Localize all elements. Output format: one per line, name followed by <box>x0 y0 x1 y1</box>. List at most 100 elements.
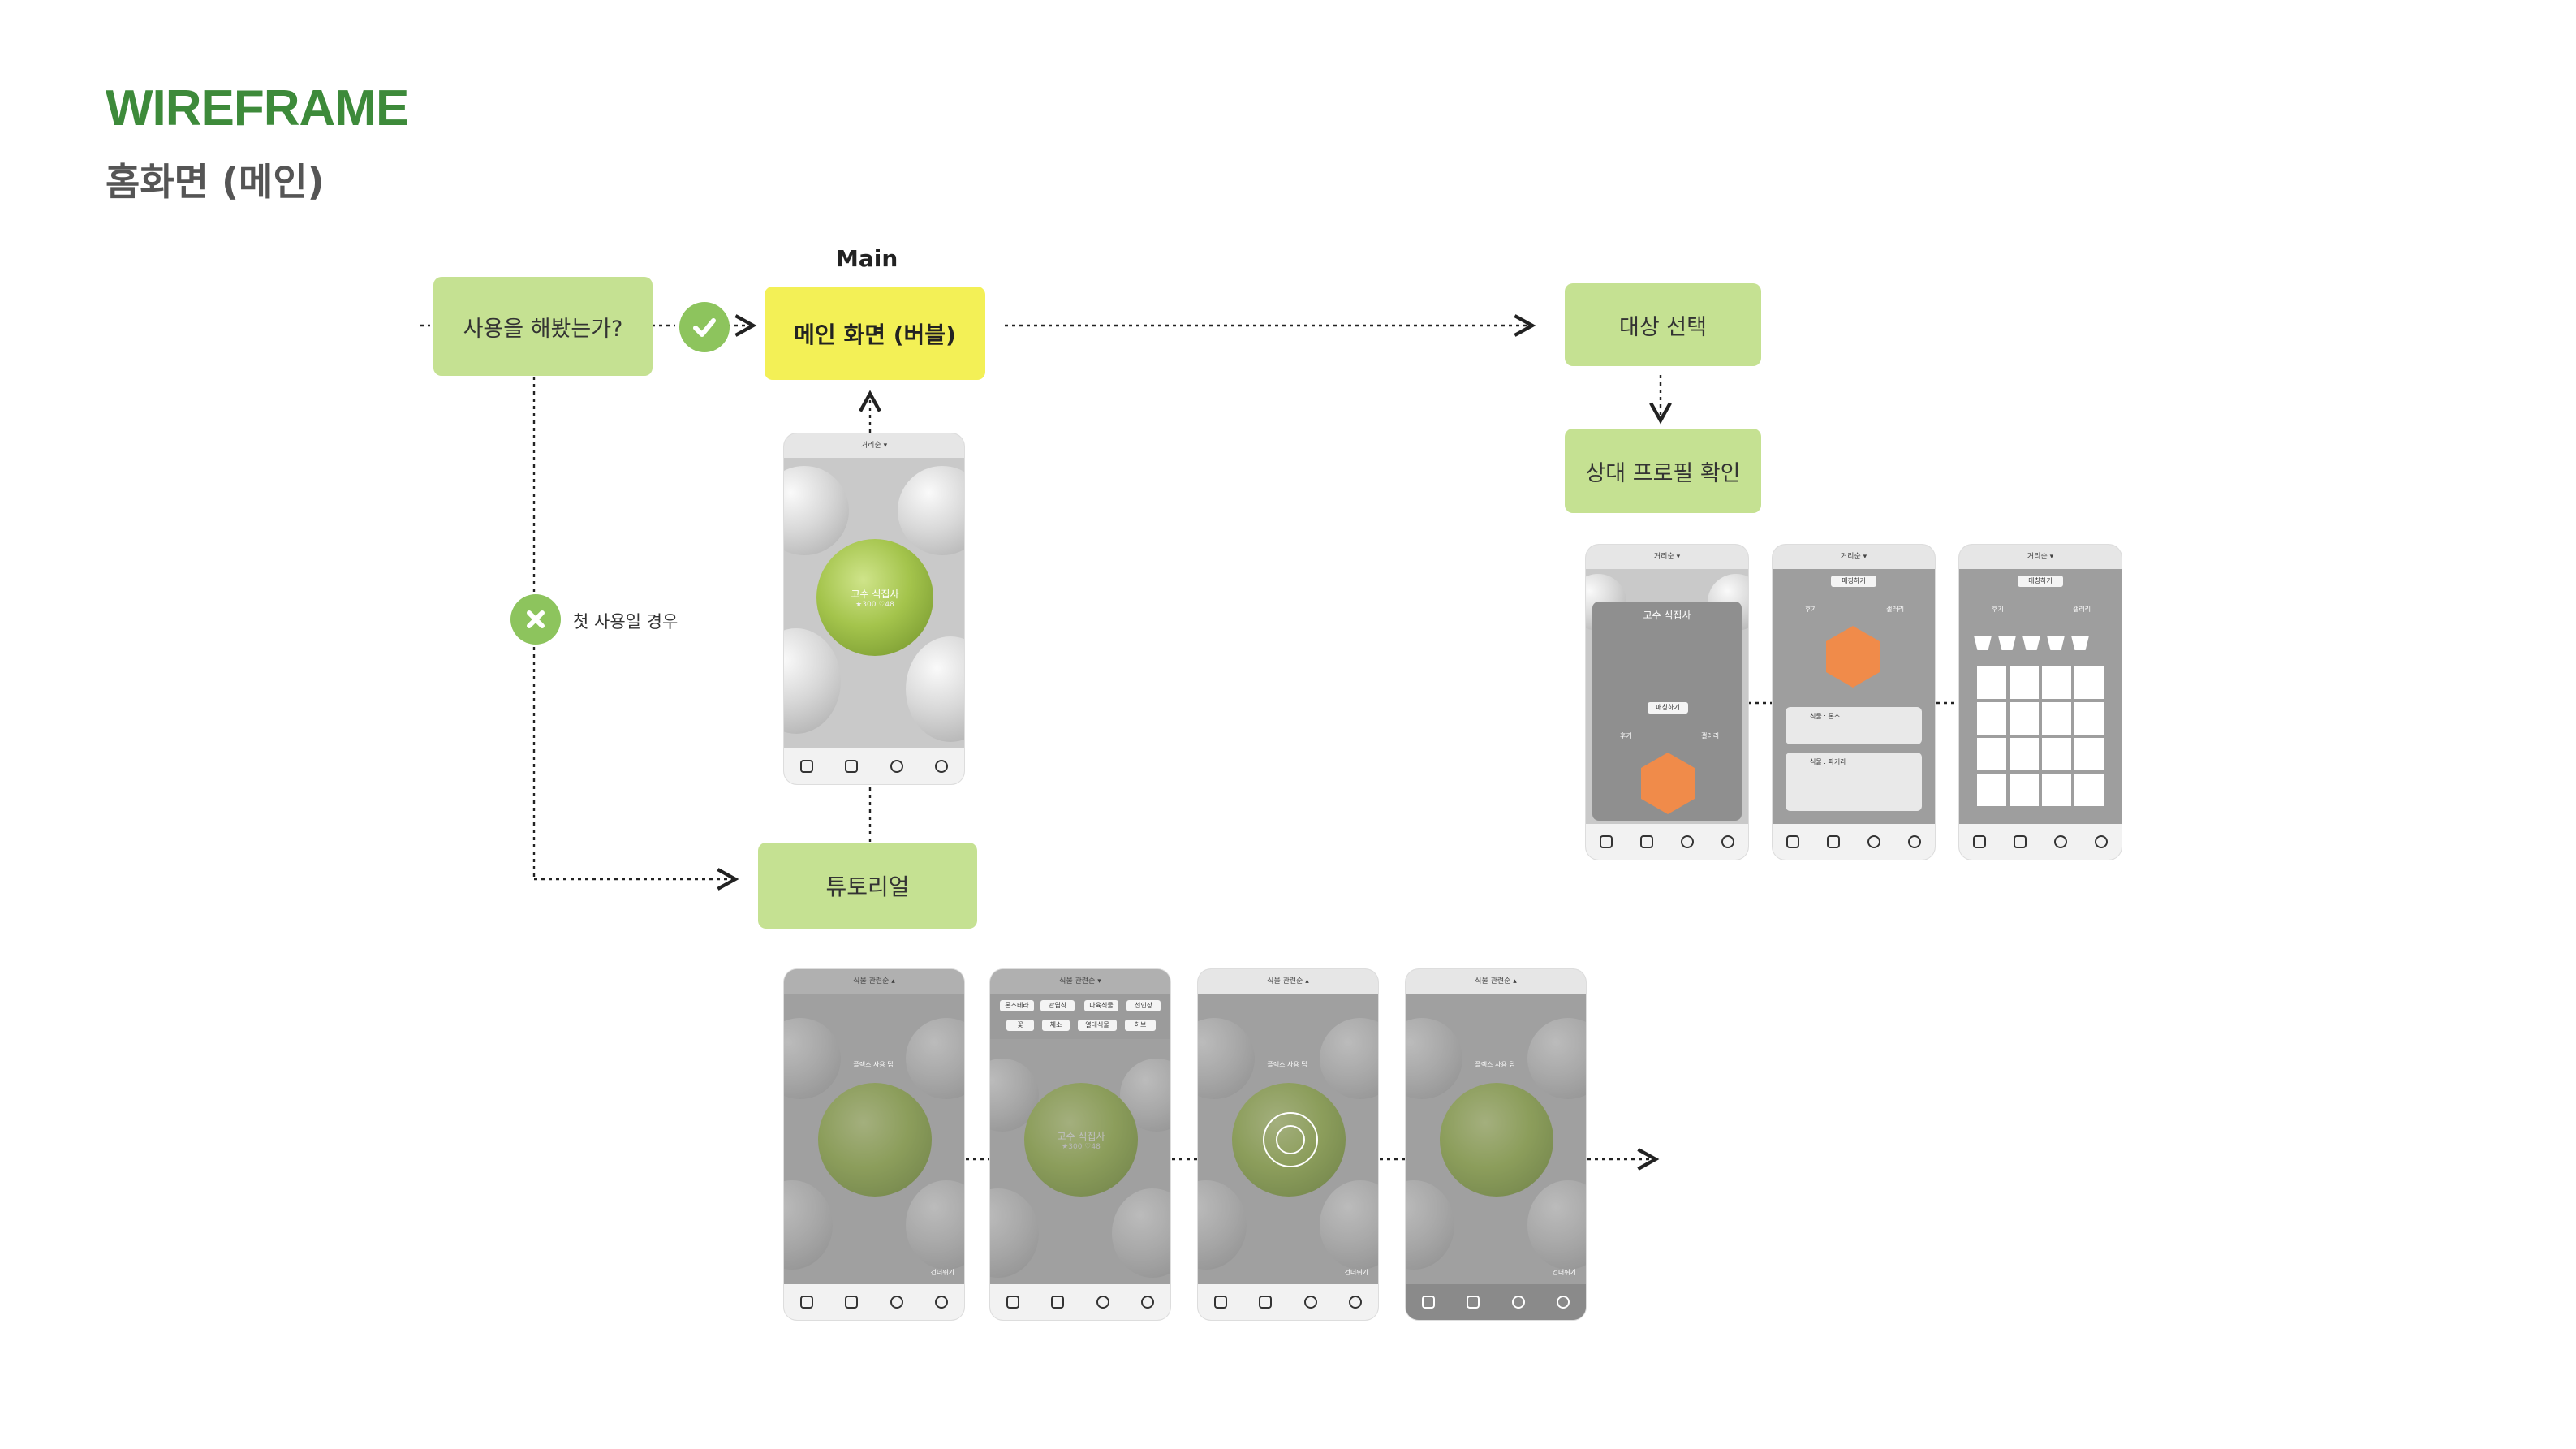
home-icon[interactable] <box>1421 1296 1435 1309</box>
sort-dropdown[interactable]: 식물 관련순 ▴ <box>1406 969 1586 994</box>
bubble <box>906 1018 964 1099</box>
tutorial-label: 튜토리얼 <box>825 873 910 900</box>
bubble[interactable] <box>906 636 964 742</box>
plant-card[interactable]: 식물 : 파키라 <box>1786 753 1922 811</box>
profile-check-label: 상대 프로필 확인 <box>1585 460 1741 486</box>
tutorial-phone-1: 식물 관련순 ▴ 플렉스 사용 팁 건너뛰기 <box>784 969 964 1320</box>
category-chip[interactable]: 관엽식 <box>1040 1000 1075 1011</box>
bottom-nav <box>990 1284 1170 1320</box>
check-icon <box>693 318 716 337</box>
gallery-label: 갤러리 <box>1886 606 1905 613</box>
bubble[interactable] <box>898 466 964 555</box>
sort-dropdown[interactable]: 식물 관련순 ▴ <box>1198 969 1378 994</box>
check-icon[interactable] <box>845 760 859 773</box>
sort-dropdown[interactable]: 거리순 ▾ <box>1959 545 2122 569</box>
sort-dropdown[interactable]: 거리순 ▾ <box>1586 545 1748 569</box>
check-icon[interactable] <box>845 1296 859 1309</box>
category-chip[interactable]: 꽃 <box>1006 1020 1034 1031</box>
check-icon[interactable] <box>1827 835 1840 848</box>
tap-indicator <box>1263 1112 1318 1167</box>
home-icon[interactable] <box>799 760 813 773</box>
bubble[interactable] <box>784 466 849 555</box>
check-icon[interactable] <box>1259 1296 1273 1309</box>
plant-card[interactable]: 식물 : 몬스 <box>1786 707 1922 744</box>
bubble <box>1320 1180 1378 1270</box>
profile-icon[interactable] <box>935 760 949 773</box>
target-select-node: 대상 선택 <box>1565 283 1761 366</box>
check-badge <box>679 302 730 352</box>
category-chip[interactable]: 선인장 <box>1126 1000 1161 1011</box>
review-label: 후기 <box>1992 606 2004 613</box>
profile-icon[interactable] <box>1557 1296 1570 1309</box>
bubble[interactable] <box>784 628 841 734</box>
match-button[interactable]: 매칭하기 <box>1831 576 1876 587</box>
skip-button[interactable]: 건너뛰기 <box>1344 1269 1368 1276</box>
stats-hexagon <box>1641 753 1695 814</box>
profile-icon[interactable] <box>1908 835 1921 848</box>
skip-button[interactable]: 건너뛰기 <box>930 1269 954 1276</box>
leaf-bubble <box>818 1083 932 1197</box>
category-chip[interactable]: 채소 <box>1042 1020 1070 1031</box>
check-icon[interactable] <box>1051 1296 1065 1309</box>
chat-icon[interactable] <box>1511 1296 1525 1309</box>
home-icon[interactable] <box>1600 835 1613 848</box>
bottom-nav <box>784 1284 964 1320</box>
bottom-nav <box>1959 824 2122 860</box>
used-before-label: 사용을 해봤는가? <box>463 316 623 342</box>
bottom-nav <box>1773 824 1935 860</box>
profile-phone-2: 거리순 ▾ 매칭하기 후기 갤러리 식물 : 몬스 식물 : 파키라 <box>1773 545 1935 860</box>
chat-icon[interactable] <box>1681 835 1694 848</box>
bubble <box>1112 1188 1170 1278</box>
chat-icon[interactable] <box>1303 1296 1317 1309</box>
chat-icon[interactable] <box>890 1296 903 1309</box>
profile-icon[interactable] <box>1349 1296 1363 1309</box>
profile-icon[interactable] <box>2095 835 2108 848</box>
leaf-bubble[interactable]: 고수 식집사 ★300 ♡48 <box>1024 1083 1138 1197</box>
bubble <box>1527 1018 1586 1099</box>
check-icon[interactable] <box>1467 1296 1480 1309</box>
profile-icon[interactable] <box>1721 835 1734 848</box>
skip-button[interactable]: 건너뛰기 <box>1552 1269 1576 1276</box>
tap-indicator <box>1276 1125 1305 1154</box>
sort-dropdown[interactable]: 식물 관련순 ▾ <box>990 969 1170 994</box>
check-icon[interactable] <box>1640 835 1653 848</box>
leaf-bubble[interactable]: 고수 식집사 ★300 ♡48 <box>816 539 933 656</box>
bottom-nav <box>784 748 964 784</box>
home-icon[interactable] <box>1213 1296 1227 1309</box>
sort-dropdown[interactable]: 거리순 ▾ <box>784 433 964 458</box>
bottom-nav <box>1198 1284 1378 1320</box>
home-icon[interactable] <box>1786 835 1799 848</box>
bottom-nav <box>1586 824 1748 860</box>
used-before-node: 사용을 해봤는가? <box>433 277 653 376</box>
profile-icon[interactable] <box>935 1296 949 1309</box>
wireframe-title: WIREFRAME <box>106 80 409 136</box>
tutorial-hint: 플렉스 사용 팁 <box>1267 1061 1307 1068</box>
profile-icon[interactable] <box>1141 1296 1155 1309</box>
tutorial-phone-4: 식물 관련순 ▴ 플렉스 사용 팁 건너뛰기 <box>1406 969 1586 1320</box>
category-chip[interactable]: 열대식물 <box>1078 1020 1117 1031</box>
chat-icon[interactable] <box>1096 1296 1109 1309</box>
match-button[interactable]: 매칭하기 <box>1648 702 1688 714</box>
match-button[interactable]: 매칭하기 <box>2018 576 2063 587</box>
tutorial-hint: 플렉스 사용 팁 <box>853 1061 894 1068</box>
chat-icon[interactable] <box>1867 835 1880 848</box>
review-label: 후기 <box>1620 732 1632 740</box>
chat-icon[interactable] <box>2054 835 2067 848</box>
home-icon[interactable] <box>799 1296 813 1309</box>
category-chip[interactable]: 몬스테라 <box>1000 1000 1034 1011</box>
main-label: Main <box>836 245 898 272</box>
leaf-bubble <box>1440 1083 1553 1197</box>
page-subtitle: 홈화면 (메인) <box>106 160 325 204</box>
category-chip[interactable]: 허브 <box>1125 1020 1156 1031</box>
sort-dropdown[interactable]: 거리순 ▾ <box>1773 545 1935 569</box>
check-icon[interactable] <box>2014 835 2027 848</box>
tutorial-hint: 플렉스 사용 팁 <box>1475 1061 1515 1068</box>
category-chip[interactable]: 다육식물 <box>1084 1000 1118 1011</box>
bubble <box>1320 1018 1378 1099</box>
leaf-name: 고수 식집사 <box>851 588 899 600</box>
chat-icon[interactable] <box>890 760 903 773</box>
pot-selector[interactable] <box>1974 636 2089 650</box>
home-icon[interactable] <box>1973 835 1986 848</box>
home-icon[interactable] <box>1006 1296 1019 1309</box>
sort-dropdown[interactable]: 식물 관련순 ▴ <box>784 969 964 994</box>
